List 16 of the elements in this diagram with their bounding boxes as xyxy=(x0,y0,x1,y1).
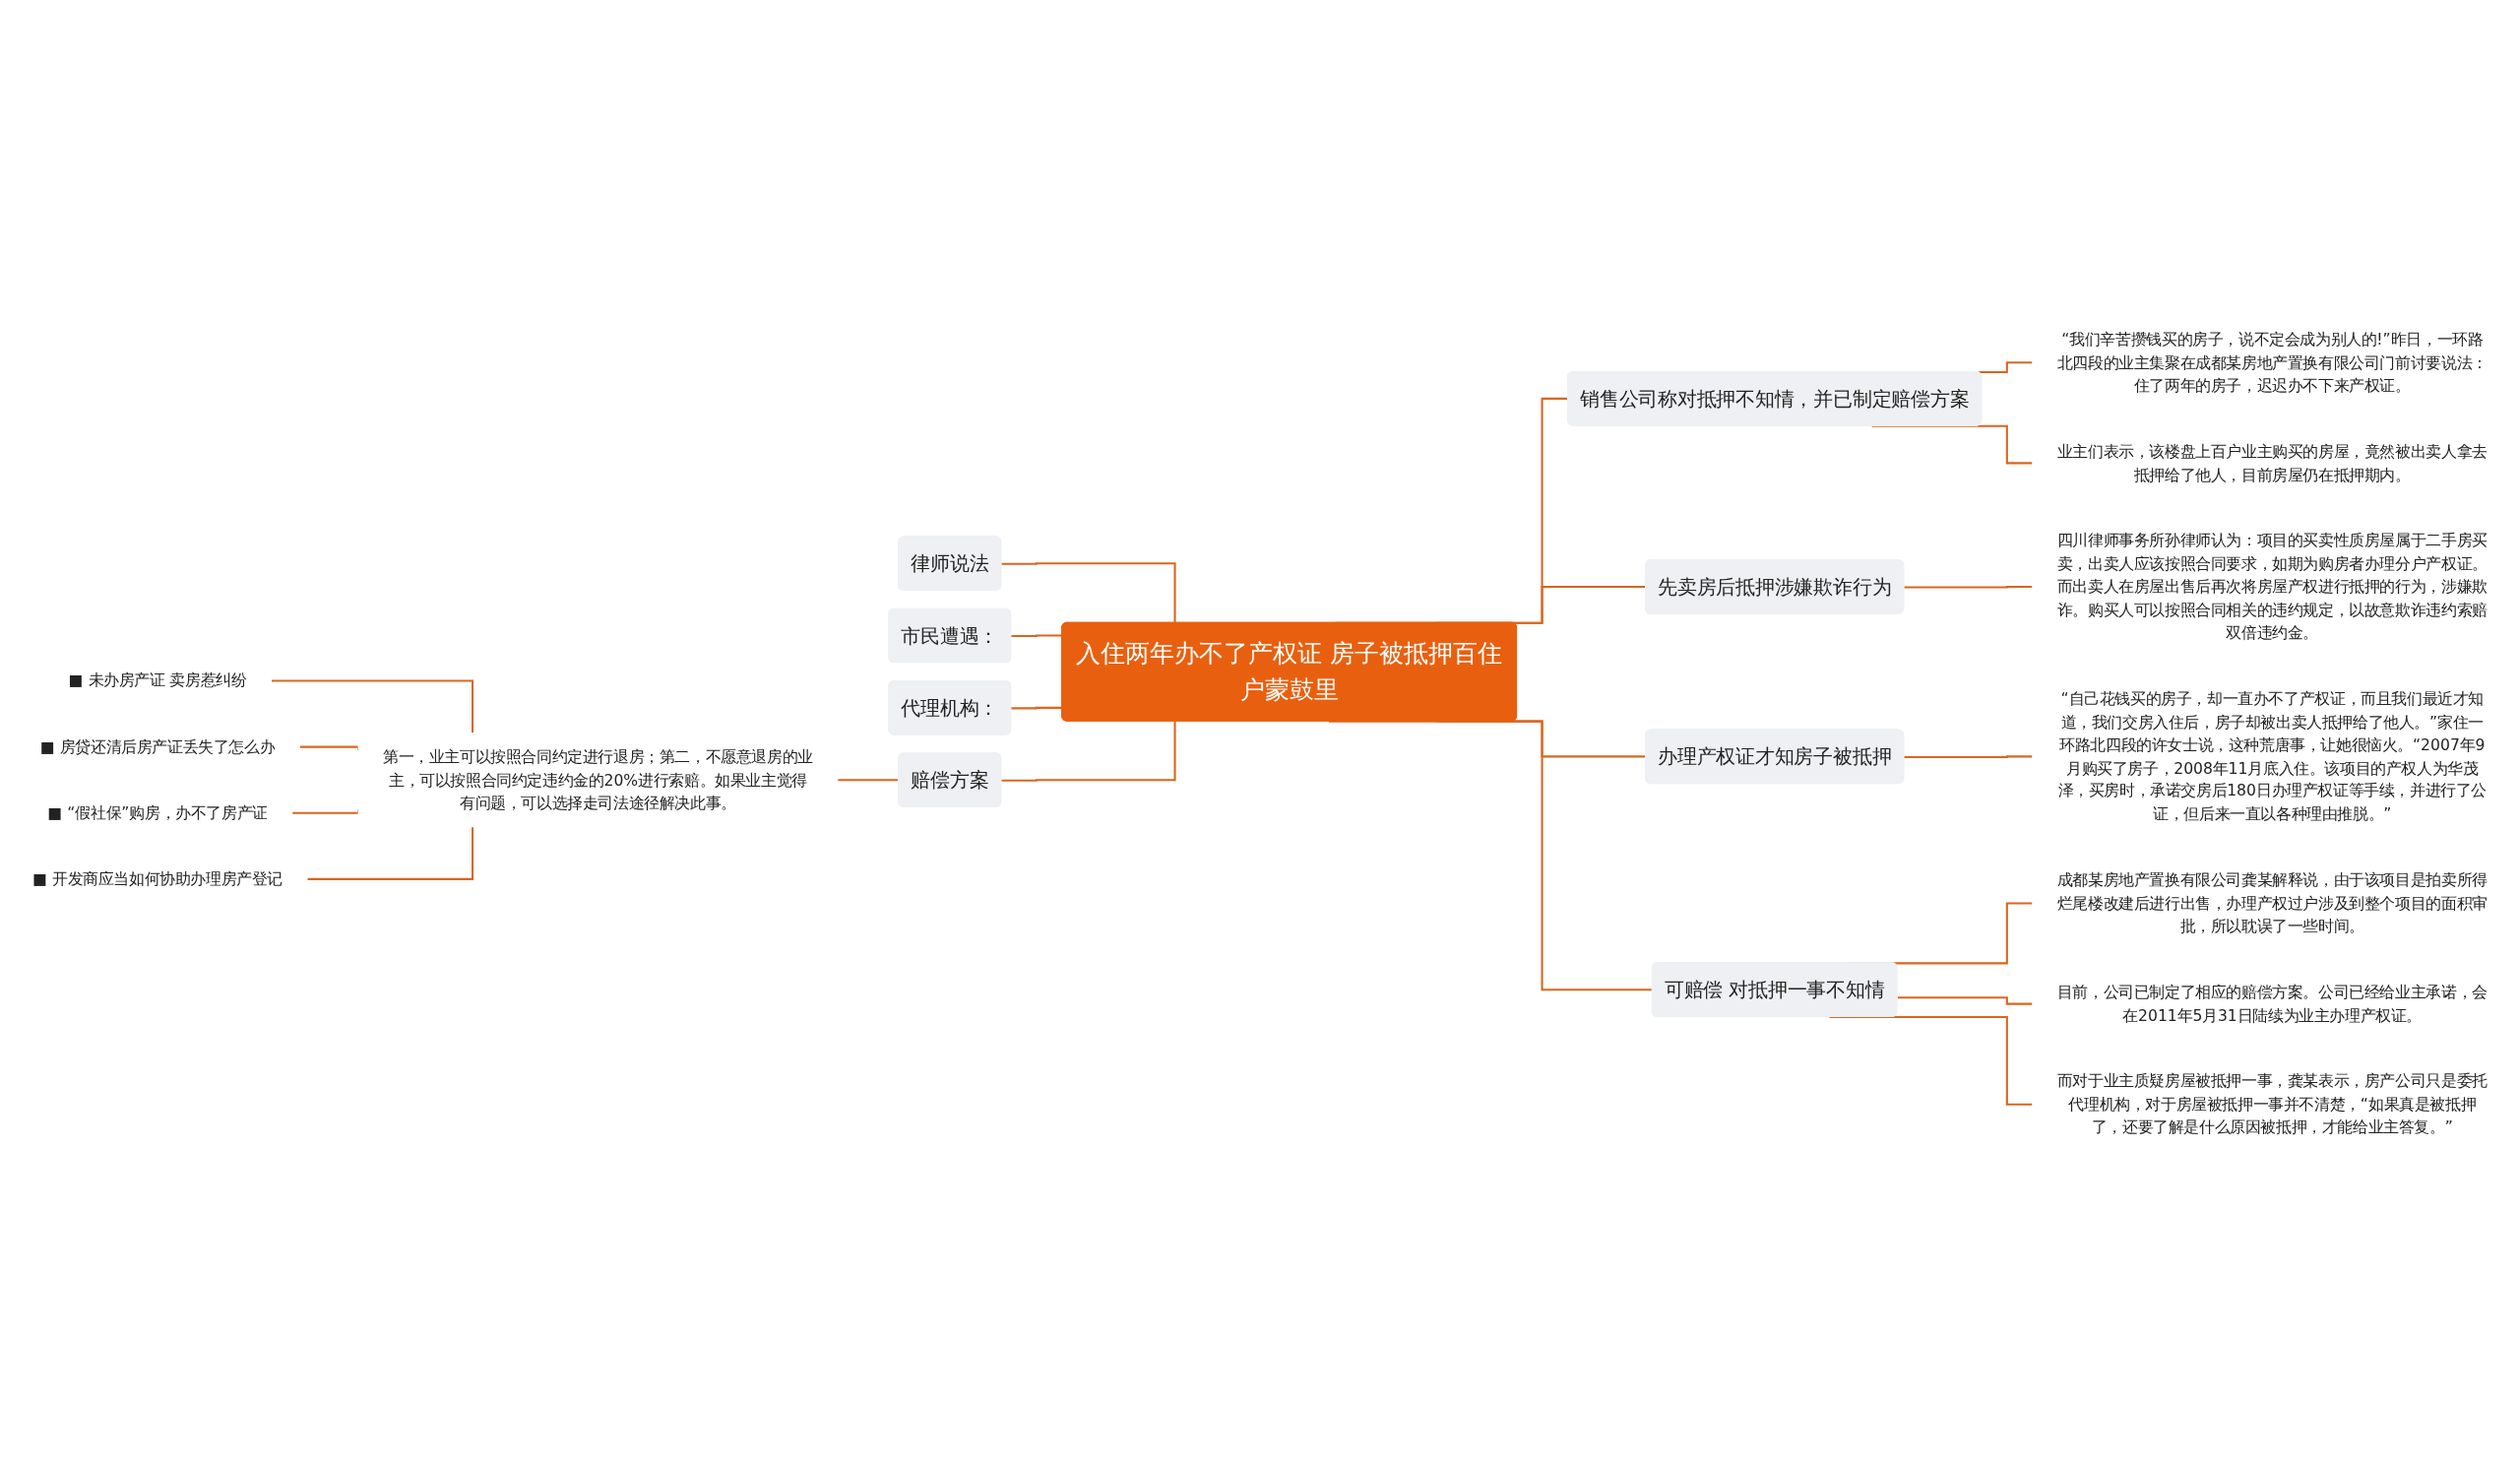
connector xyxy=(271,679,474,734)
node-text: ■ “假社保”购房，办不了房产证 xyxy=(47,803,268,822)
node-text: “自己花钱买的房子，却一直办不了产权证，而且我们最近才知道，我们交房入住后，房子却被出卖人抵押给了他人。”家住一环路北四段的许女士说，这种荒唐事，让她很恼火。“2007年9月购买了房子，2008年11月底入住。该项目的产权人为华茂泽，买房时，承诺交房后180日办理产权证等手续，并进行了公证，但后来一直以各种理由推脱。” xyxy=(2057,689,2487,824)
node-text: 第一，业主可以按照合同约定进行退房；第二，不愿意退房的业主，可以按照合同约定违约金的20%进行索赔。如果业主觉得有问题，可以选择走司法途径解决此事。 xyxy=(383,747,813,812)
connector xyxy=(307,826,474,880)
node-text: 业主们表示，该楼盘上百户业主购买的房屋，竟然被出卖人拿去抵押给了他人，目前房屋仍在抵押期内。 xyxy=(2056,442,2488,484)
node-text: “我们辛苦攒钱买的房子，说不定会成为别人的!”昨日，一环路北四段的业主集聚在成都某房地产置换有限公司门前讨要说法：住了两年的房子，迟迟办不下来产权证。 xyxy=(2056,330,2488,395)
node-text: ■ 未办房产证 卖房惹纠纷 xyxy=(68,670,247,690)
connector xyxy=(1001,721,1176,782)
connector xyxy=(1001,562,1176,623)
node-text: 四川律师事务所孙律师认为：项目的买卖性质房屋属于二手房买卖，出卖人应该按照合同要求，如期为购房者办理分户产权证。而出卖人在房屋出售后再次将房屋产权进行抵押的行为，涉嫌欺诈。购买人可以按照合同相关的违约规定，以故意欺诈违约索赔双倍违约金。 xyxy=(2056,531,2488,642)
node-text: 成都某房地产置换有限公司龚某解释说，由于该项目是拍卖所得烂尾楼改建后进行出售，办理产权过户涉及到整个项目的面积审批，所以耽误了一些时间。 xyxy=(2056,870,2488,935)
node-text: ■ 房贷还清后房产证丢失了怎么办 xyxy=(40,737,276,756)
node-text: 而对于业主质疑房屋被抵押一事，龚某表示，房产公司只是委托代理机构，对于房屋被抵押一事并不清楚，“如果真是被抵押了，还要了解是什么原因被抵押，才能给业主答复。” xyxy=(2056,1071,2488,1137)
node-text: ■ 开发商应当如何协助办理房产登记 xyxy=(32,869,284,888)
node-text: 目前，公司已制定了相应的赔偿方案。公司已经给业主承诺，会在2011年5月31日陆续为业主办理产权证。 xyxy=(2056,983,2488,1025)
